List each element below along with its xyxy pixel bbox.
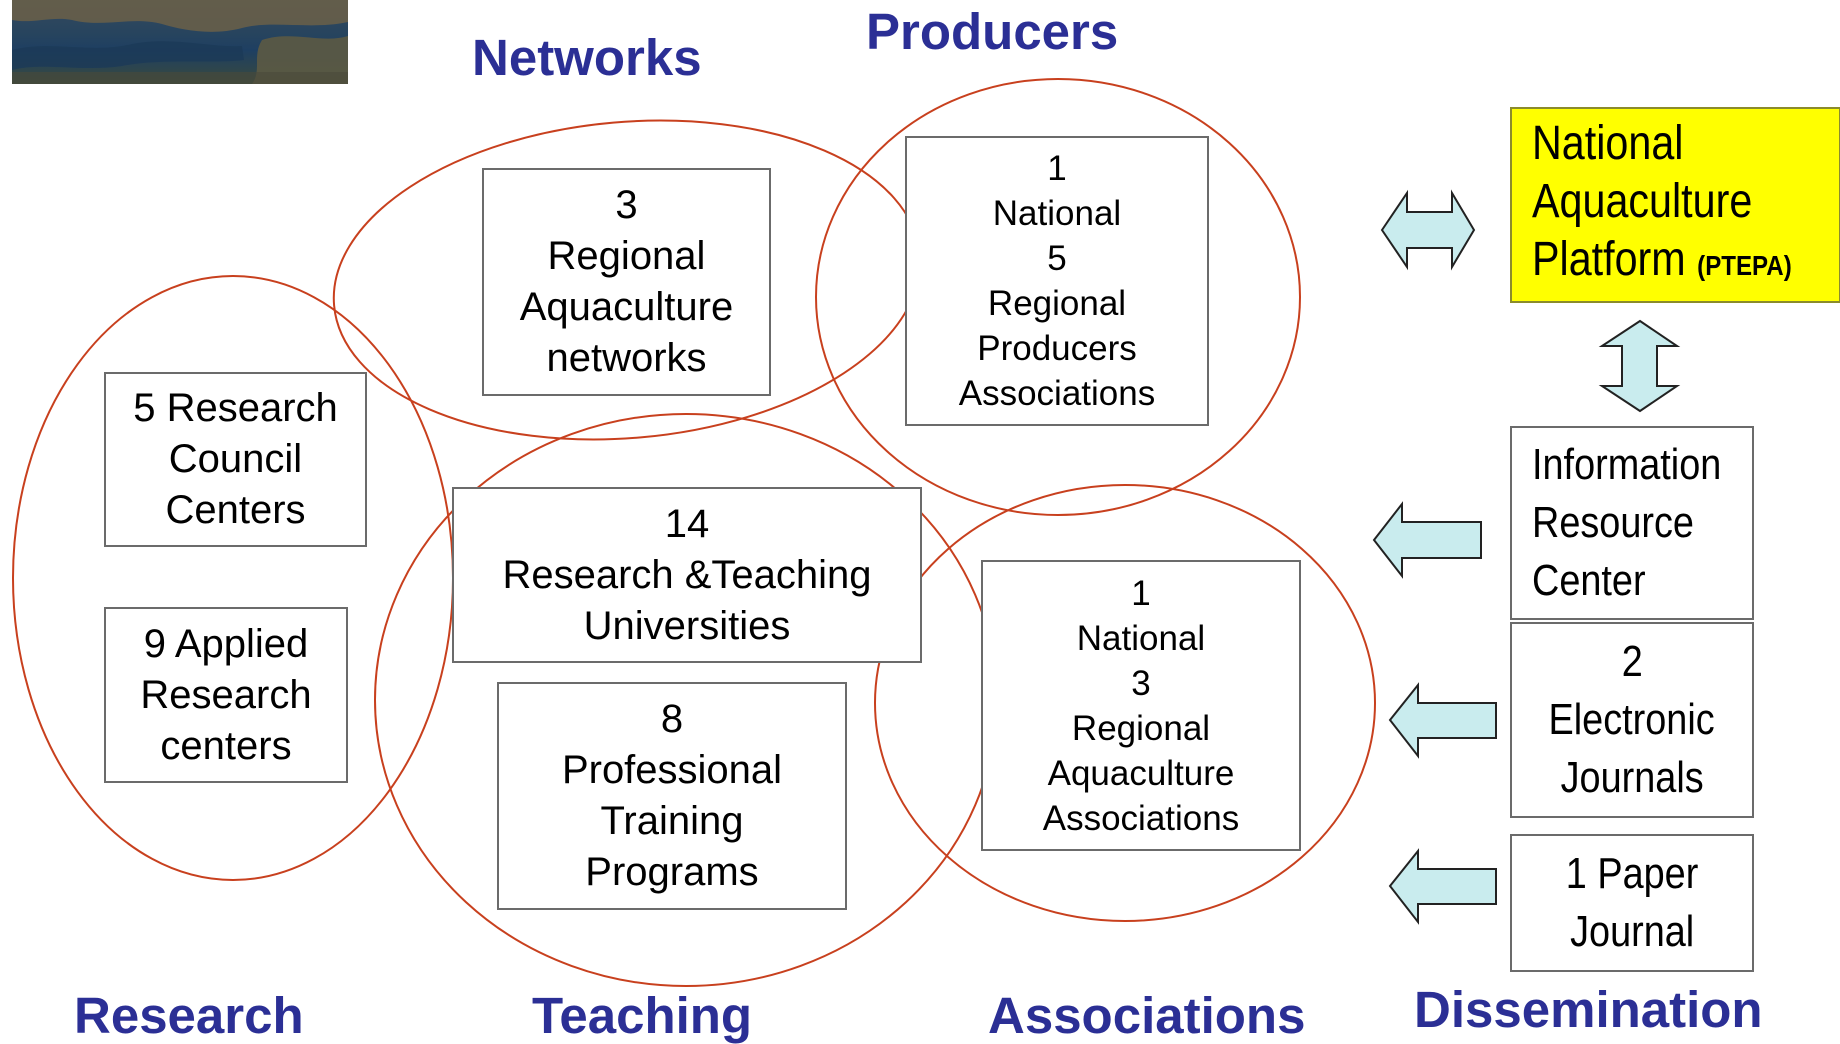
satellite-map-thumbnail <box>12 0 348 84</box>
producers-national-count: 1 <box>1047 149 1067 188</box>
producers-line: Associations <box>958 374 1156 413</box>
networks-count: 3 <box>615 183 638 227</box>
associations-line: Regional <box>1071 708 1211 748</box>
universities-line: Research &Teaching <box>502 552 872 597</box>
map-image <box>12 0 348 84</box>
associations-line: Associations <box>1042 798 1240 838</box>
associations-national-count: 1 <box>1131 573 1151 613</box>
paper-journal-box: 1 Paper Journal <box>1510 834 1754 972</box>
networks-line: Aquaculture <box>519 285 734 329</box>
info-center-line: Center <box>1532 556 1646 605</box>
universities-box: 14 Research &Teaching Universities <box>452 487 922 663</box>
info-center-line: Information <box>1532 440 1722 489</box>
universities-line: Universities <box>583 603 791 648</box>
paper-journal-line: 1 Paper <box>1565 849 1699 898</box>
platform-line: National <box>1532 117 1684 170</box>
training-count: 8 <box>660 697 684 741</box>
electronic-journals-box: 2 Electronic Journals <box>1510 622 1754 818</box>
double-arrow-horizontal-icon <box>1380 189 1476 271</box>
dissemination-heading: Dissemination <box>1414 981 1763 1038</box>
applied-research-line: centers <box>160 723 292 768</box>
platform-name: Platform <box>1532 233 1686 286</box>
associations-box: 1 National 3 Regional Aquaculture Associ… <box>981 560 1301 851</box>
networks-heading: Networks <box>472 29 702 86</box>
associations-line: National <box>1076 618 1206 658</box>
networks-line: Regional <box>547 234 706 278</box>
applied-research-box: 9 Applied Research centers <box>104 607 348 783</box>
producers-line: National <box>992 194 1122 233</box>
electronic-journals-line: Electronic <box>1548 695 1716 744</box>
universities-count: 14 <box>664 501 710 546</box>
platform-line: Platform (PTEPA) <box>1532 231 1796 295</box>
producers-regional-count: 5 <box>1047 239 1067 278</box>
producers-heading: Producers <box>866 3 1119 60</box>
training-line: Programs <box>585 850 759 894</box>
networks-line: networks <box>546 336 707 380</box>
associations-regional-count: 3 <box>1131 663 1151 703</box>
applied-research-line: Research <box>140 672 312 717</box>
arrow-left-paper-icon <box>1388 848 1497 925</box>
research-heading: Research <box>74 987 304 1044</box>
info-center-line: Resource <box>1532 498 1694 547</box>
training-box: 8 Professional Training Programs <box>497 682 847 910</box>
training-line: Training <box>600 799 744 843</box>
associations-heading: Associations <box>988 987 1306 1044</box>
info-resource-center-box: Information Resource Center <box>1510 426 1754 620</box>
arrow-left-electronic-icon <box>1388 682 1497 759</box>
electronic-journals-count: 2 <box>1621 637 1643 686</box>
national-platform-box: National Aquaculture Platform (PTEPA) <box>1510 107 1840 303</box>
networks-box: 3 Regional Aquaculture networks <box>482 168 771 396</box>
teaching-heading: Teaching <box>532 987 753 1044</box>
research-council-line: Centers <box>165 488 306 532</box>
research-council-line: 5 Research <box>133 386 338 430</box>
platform-line: Aquaculture <box>1532 175 1753 228</box>
producers-line: Producers <box>977 329 1137 368</box>
platform-acronym: (PTEPA) <box>1697 250 1792 281</box>
applied-research-line: 9 Applied <box>143 621 309 666</box>
paper-journal-line: Journal <box>1569 907 1695 956</box>
research-council-line: Council <box>168 437 303 481</box>
producers-line: Regional <box>987 284 1127 323</box>
producers-ellipse <box>815 78 1301 516</box>
research-ellipse <box>12 275 454 881</box>
research-council-box: 5 Research Council Centers <box>104 372 367 547</box>
double-arrow-vertical-icon <box>1598 319 1681 413</box>
electronic-journals-line: Journals <box>1560 753 1704 802</box>
arrow-left-info-icon <box>1372 501 1482 579</box>
associations-line: Aquaculture <box>1047 753 1235 793</box>
training-line: Professional <box>561 748 783 792</box>
associations-ellipse <box>874 484 1376 922</box>
producers-box: 1 National 5 Regional Producers Associat… <box>905 136 1209 426</box>
